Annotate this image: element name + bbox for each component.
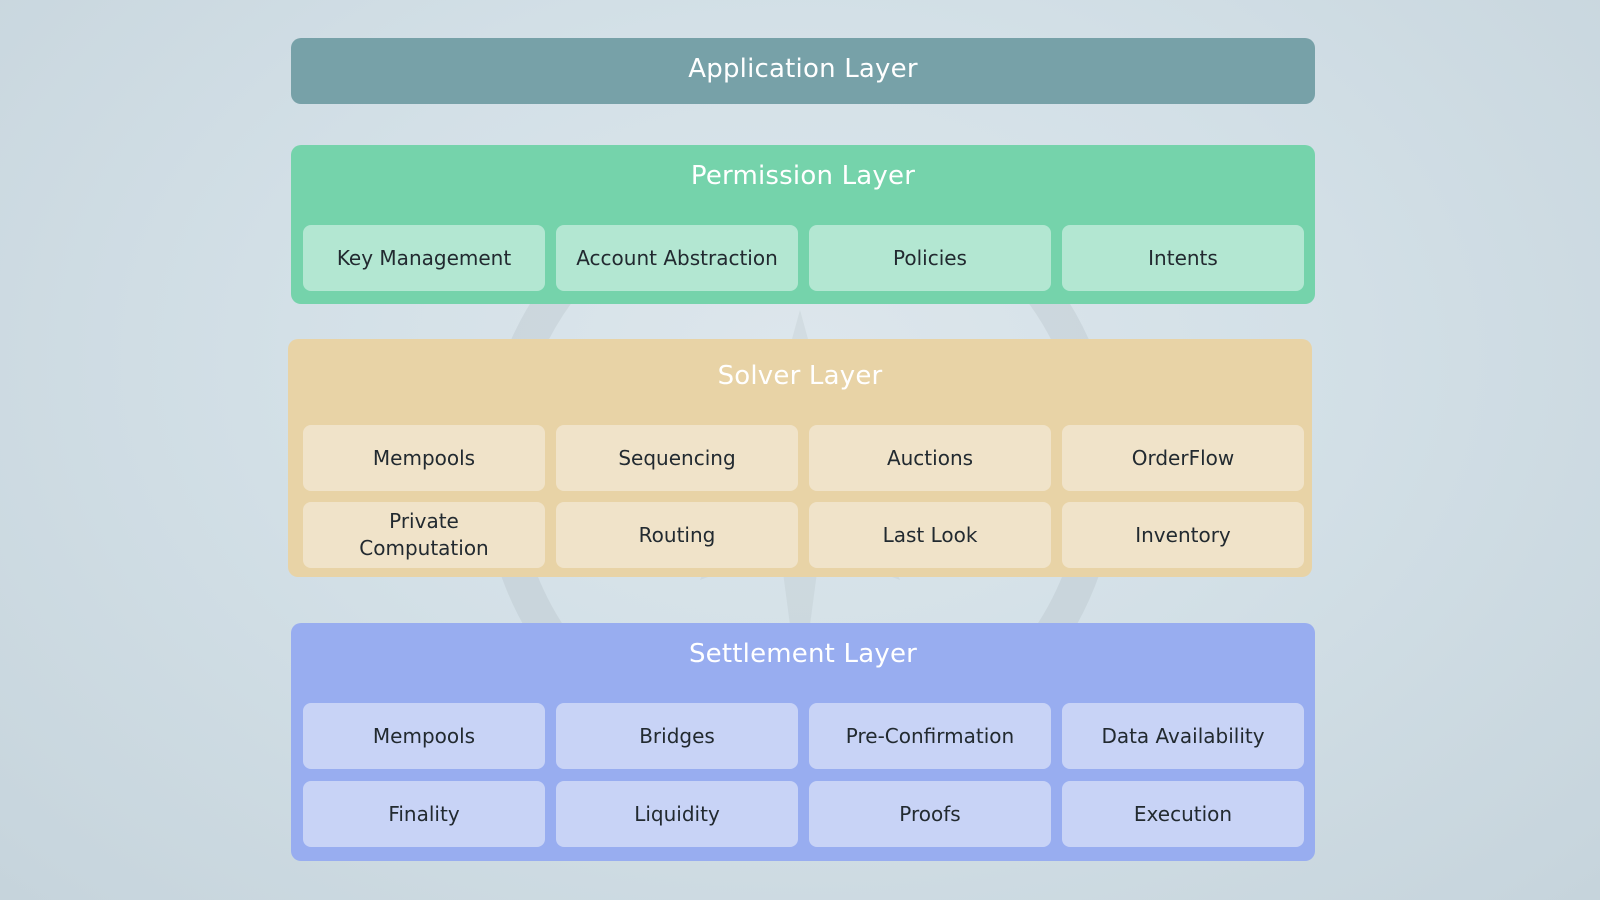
settlement-layer-title: Settlement Layer: [688, 639, 918, 669]
permission-layer: Permission Layer Key Management Account …: [291, 145, 1315, 304]
application-layer: Application Layer: [291, 38, 1315, 104]
settlement-item-finality: Finality: [303, 781, 545, 847]
application-layer-title: Application Layer: [688, 54, 918, 84]
solver-item-sequencing: Sequencing: [556, 425, 798, 491]
settlement-item-pre-confirmation: Pre-Confirmation: [809, 703, 1051, 769]
solver-item-auctions: Auctions: [809, 425, 1051, 491]
solver-item-last-look: Last Look: [809, 502, 1051, 568]
solver-item-orderflow: OrderFlow: [1062, 425, 1304, 491]
settlement-item-data-availability: Data Availability: [1062, 703, 1304, 769]
permission-item-policies: Policies: [809, 225, 1051, 291]
solver-item-mempools: Mempools: [303, 425, 545, 491]
settlement-layer: Settlement Layer Mempools Bridges Pre-Co…: [291, 623, 1315, 861]
permission-layer-title: Permission Layer: [690, 161, 916, 191]
settlement-item-bridges: Bridges: [556, 703, 798, 769]
solver-layer: Solver Layer Mempools Sequencing Auction…: [288, 339, 1312, 577]
settlement-item-proofs: Proofs: [809, 781, 1051, 847]
solver-layer-title: Solver Layer: [717, 361, 883, 391]
settlement-item-execution: Execution: [1062, 781, 1304, 847]
settlement-item-liquidity: Liquidity: [556, 781, 798, 847]
settlement-item-mempools: Mempools: [303, 703, 545, 769]
permission-item-account-abstraction: Account Abstraction: [556, 225, 798, 291]
permission-item-intents: Intents: [1062, 225, 1304, 291]
solver-item-inventory: Inventory: [1062, 502, 1304, 568]
permission-item-key-management: Key Management: [303, 225, 545, 291]
solver-item-private-computation: Private Computation: [303, 502, 545, 568]
solver-item-routing: Routing: [556, 502, 798, 568]
